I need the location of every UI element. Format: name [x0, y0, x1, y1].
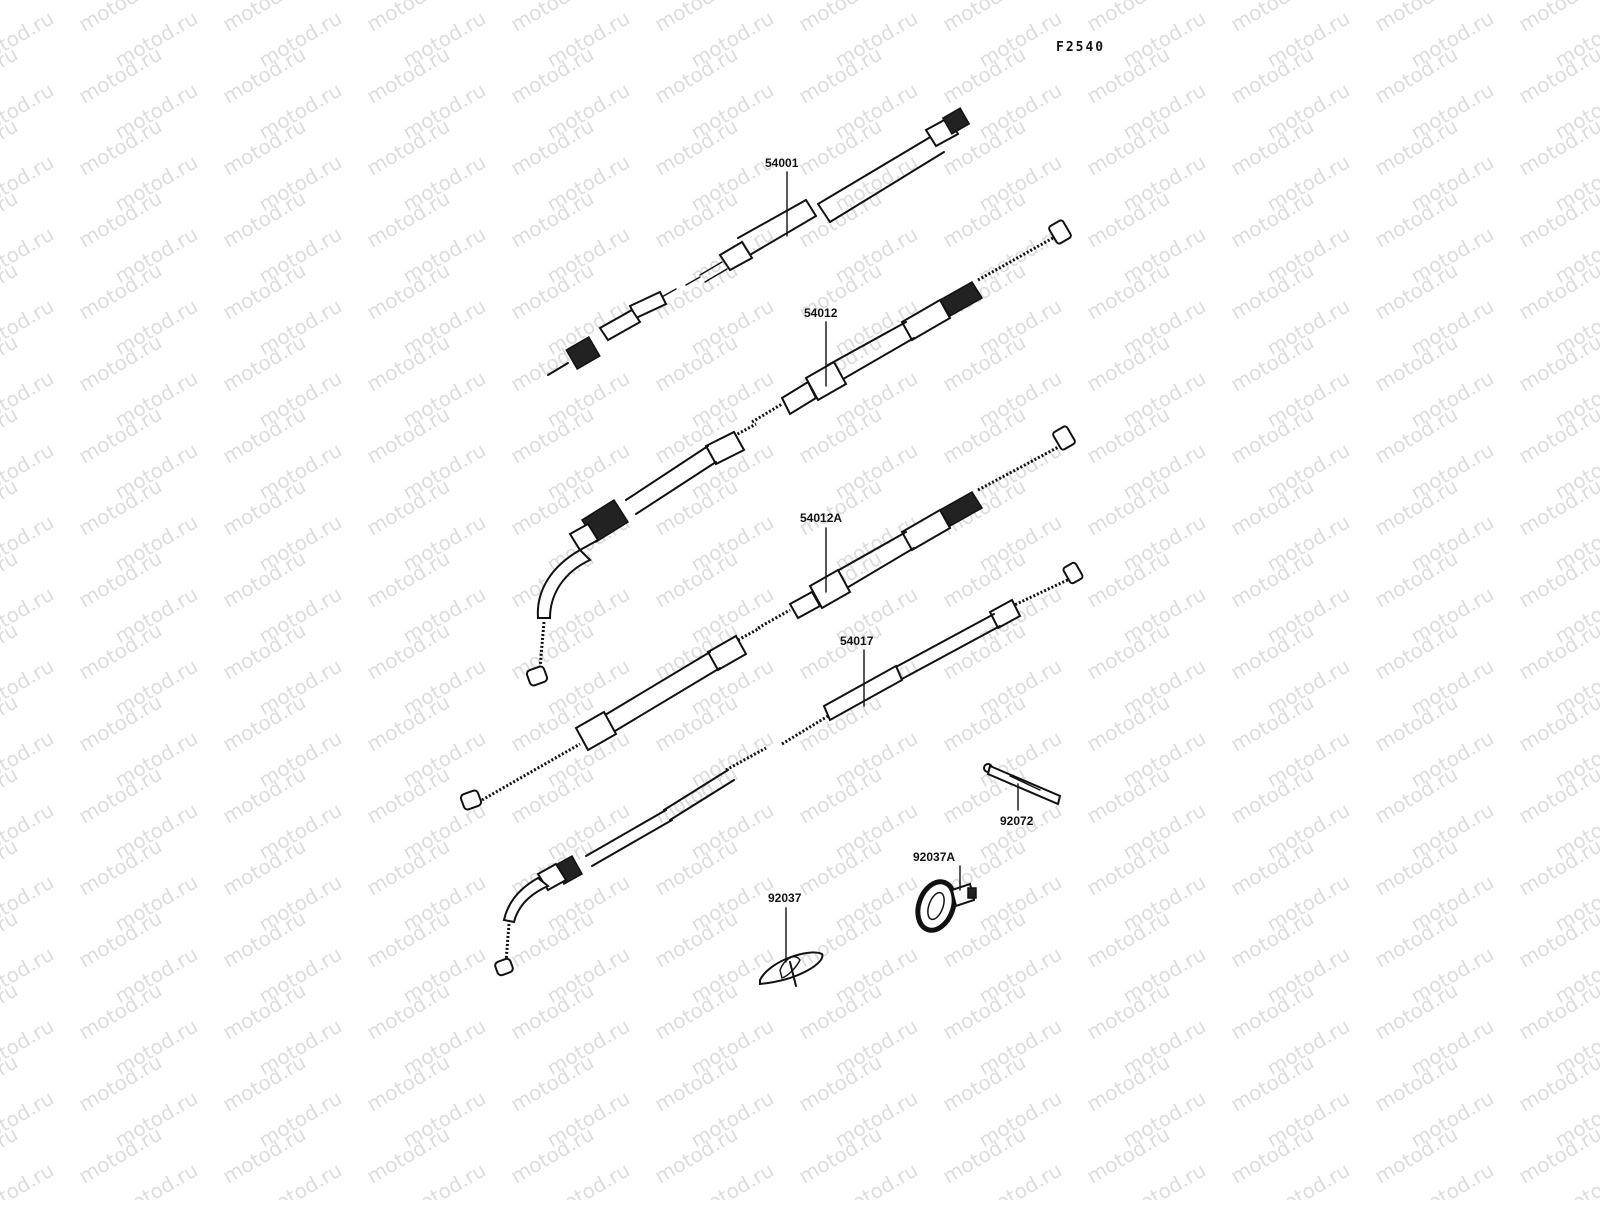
part-label-54012: 54012 [804, 306, 838, 320]
clamp-92037A[interactable] [911, 877, 976, 936]
part-label-92072: 92072 [1000, 814, 1034, 828]
part-label-54012A: 54012A [800, 511, 842, 525]
part-label-92037A: 92037A [913, 850, 955, 864]
part-label-54001: 54001 [765, 156, 799, 170]
part-label-54017: 54017 [840, 634, 874, 648]
part-label-92037: 92037 [768, 891, 802, 905]
diagram-code: F2540 [1056, 40, 1105, 55]
